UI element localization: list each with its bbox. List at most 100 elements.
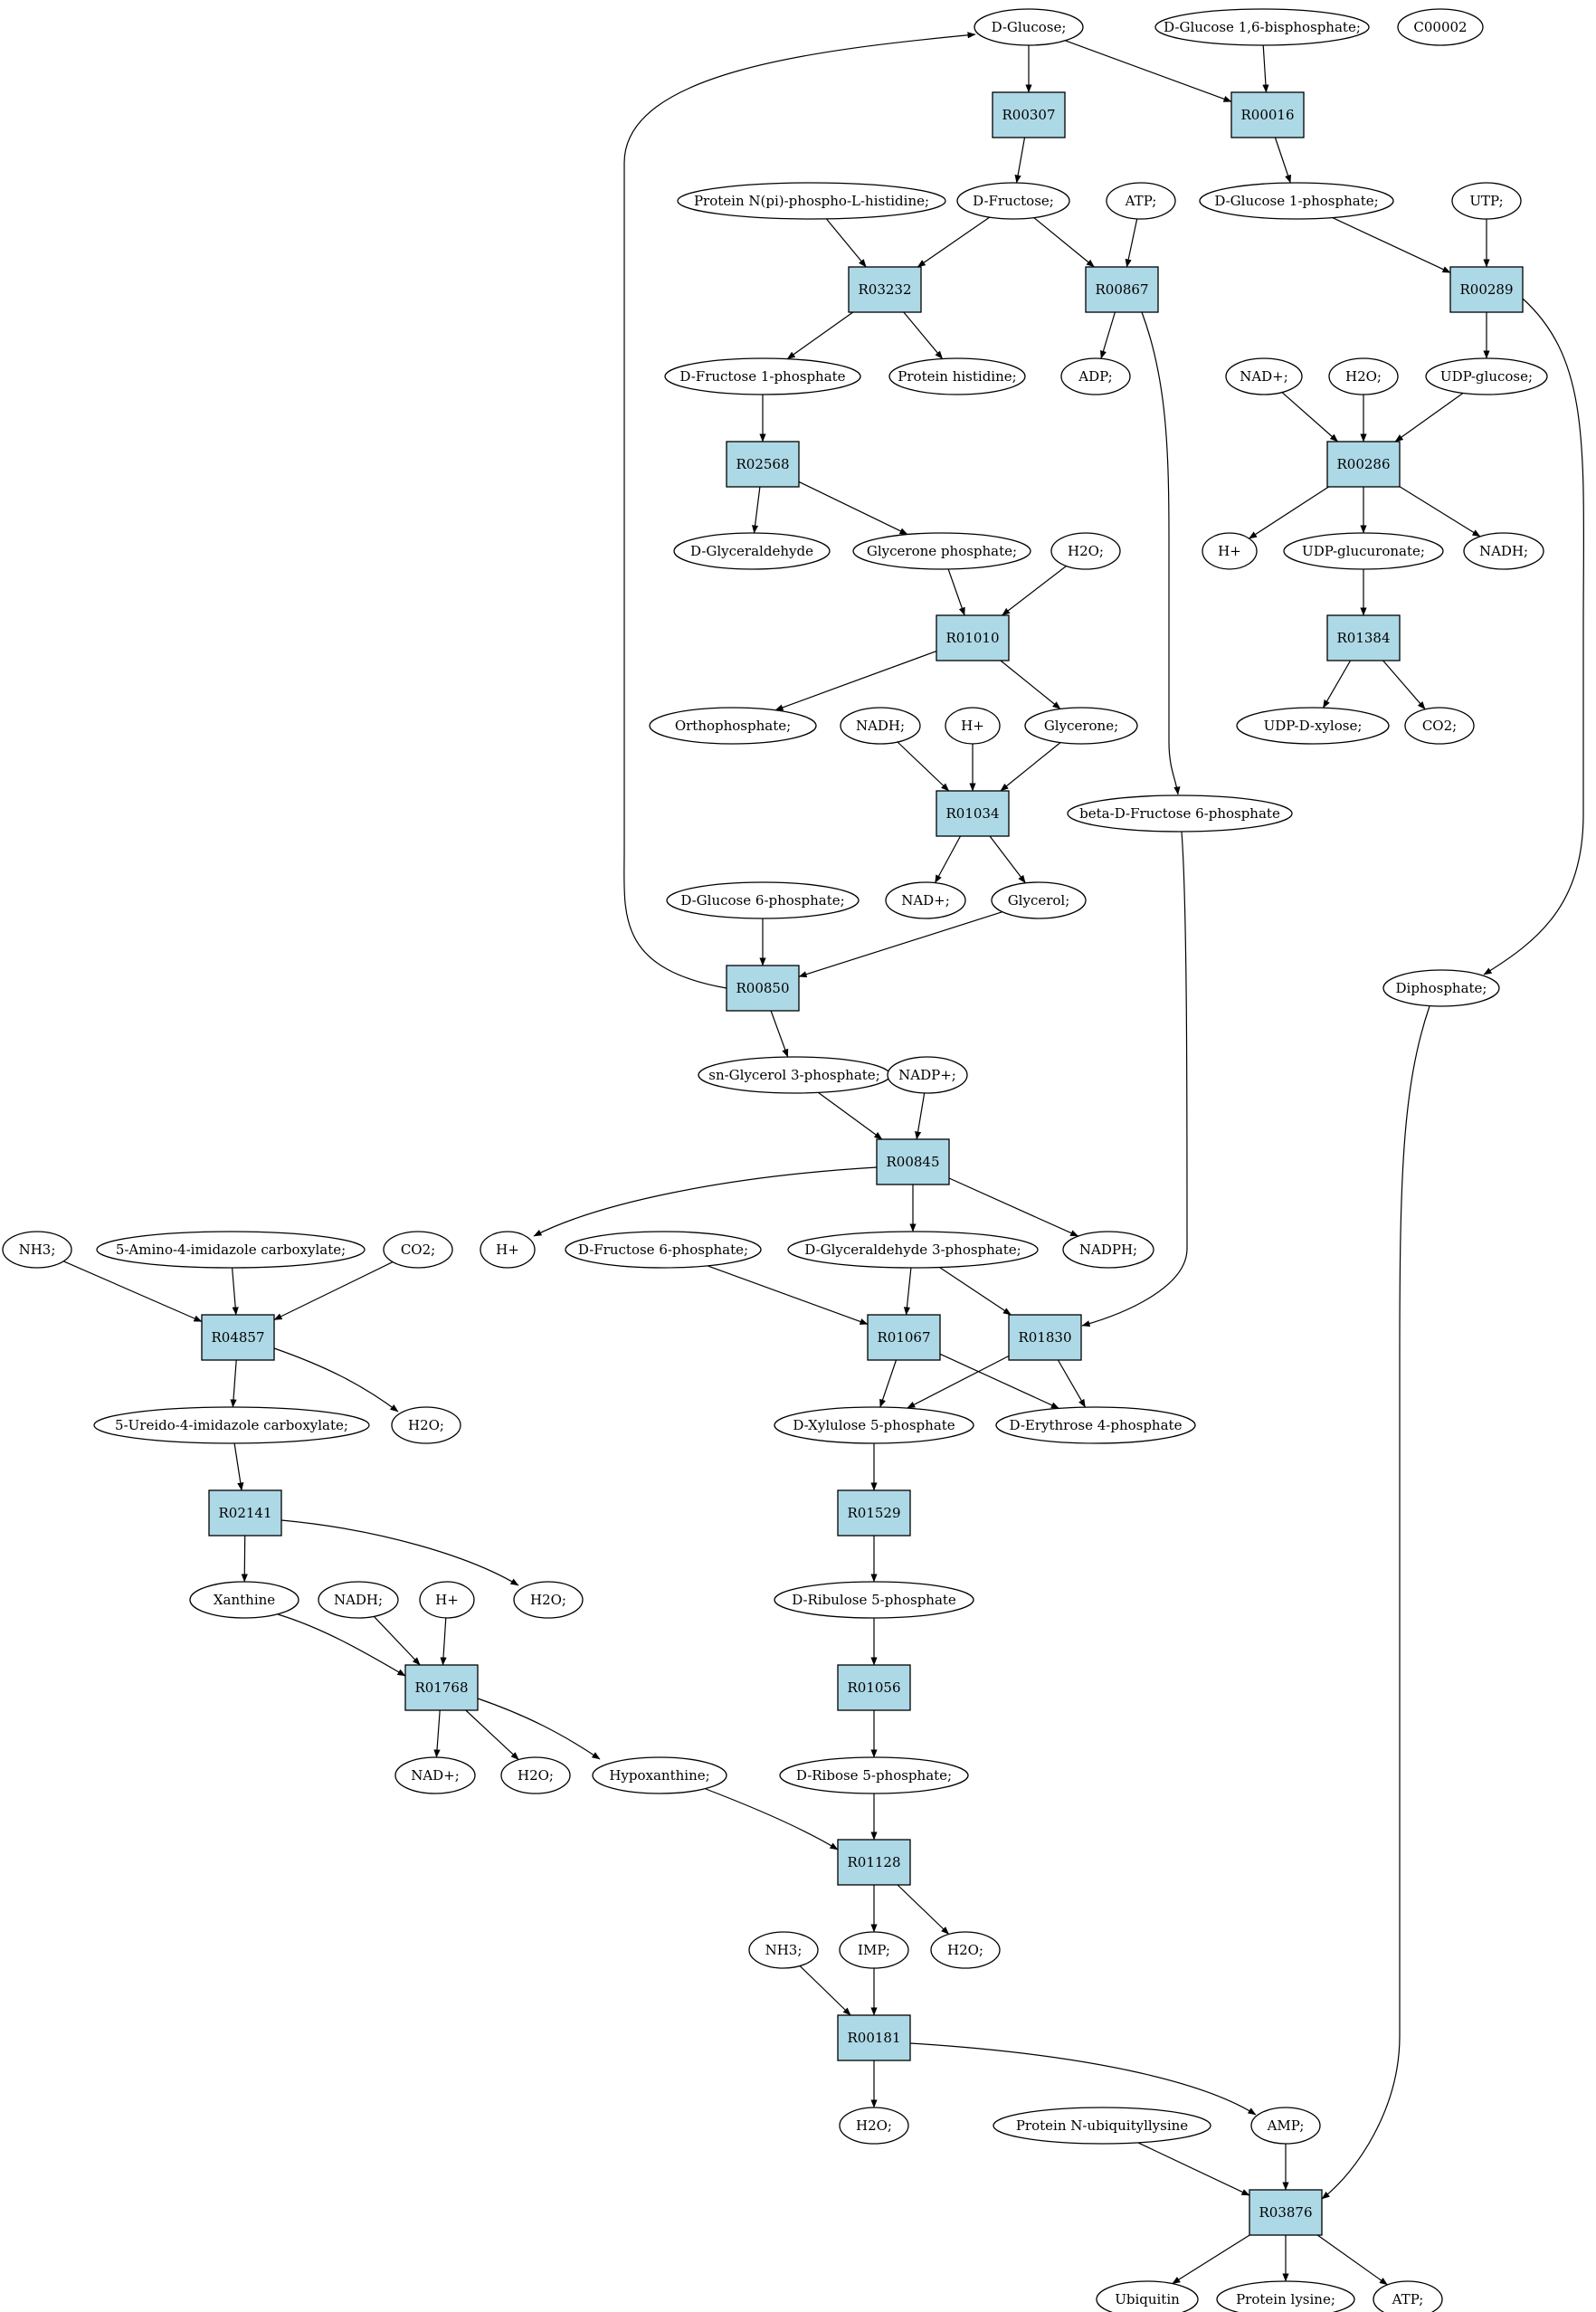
metabolite-node-diphos[interactable]: Diphosphate; [1382, 969, 1500, 1007]
metabolite-node-xu5p[interactable]: D-Xylulose 5-phosphate [774, 1406, 974, 1444]
edge-R03232-to-prothis [903, 311, 944, 359]
metabolite-node-glucose[interactable]: D-Glucose; [974, 8, 1084, 46]
metabolite-node-fru6p[interactable]: D-Fructose 6-phosphate; [565, 1231, 762, 1269]
metabolite-node-hplus4[interactable]: H+ [419, 1581, 475, 1619]
metabolite-node-nadpplus[interactable]: NADP+; [887, 1056, 968, 1094]
reaction-node-R01128[interactable]: R01128 [837, 1839, 911, 1886]
node-label-glyconep: Glycerone phosphate; [867, 543, 1017, 559]
node-label-co2b: CO2; [401, 1242, 435, 1258]
edge-fructose-to-R03232 [917, 216, 991, 268]
metabolite-node-hplus3[interactable]: H+ [480, 1231, 536, 1269]
reaction-node-R00289[interactable]: R00289 [1449, 266, 1524, 313]
metabolite-node-fructose[interactable]: D-Fructose; [956, 182, 1070, 220]
reaction-node-R00181[interactable]: R00181 [837, 2014, 911, 2061]
metabolite-node-co2b[interactable]: CO2; [383, 1231, 453, 1269]
metabolite-node-glc6p[interactable]: D-Glucose 6-phosphate; [666, 881, 860, 919]
node-shape-bfru6p [1067, 794, 1293, 833]
reaction-node-R02568[interactable]: R02568 [726, 441, 800, 488]
node-label-glycerol: Glycerol; [1008, 892, 1070, 909]
metabolite-node-nadplus3[interactable]: NAD+; [394, 1756, 476, 1794]
metabolite-node-c00002[interactable]: C00002 [1397, 8, 1484, 46]
reaction-node-R01768[interactable]: R01768 [404, 1664, 479, 1711]
metabolite-node-ubiquitin[interactable]: Ubiquitin [1096, 2280, 1199, 2312]
metabolite-node-glycerone[interactable]: Glycerone; [1024, 707, 1138, 745]
metabolite-node-atp2[interactable]: ATP; [1373, 2280, 1443, 2312]
reaction-node-R00016[interactable]: R00016 [1230, 91, 1305, 138]
reaction-node-R03876[interactable]: R03876 [1249, 2189, 1323, 2236]
metabolite-node-atp1[interactable]: ATP; [1106, 182, 1176, 220]
metabolite-node-protlys[interactable]: Protein lysine; [1216, 2280, 1355, 2312]
metabolite-node-ru5p[interactable]: D-Ribulose 5-phosphate [774, 1581, 974, 1619]
metabolite-node-udpxyl[interactable]: UDP-D-xylose; [1236, 707, 1390, 745]
reaction-node-R00307[interactable]: R00307 [992, 91, 1066, 138]
reaction-node-R00850[interactable]: R00850 [726, 965, 800, 1012]
metabolite-node-co2a[interactable]: CO2; [1404, 707, 1475, 745]
node-shape-c00002 [1397, 8, 1484, 46]
metabolite-node-nh3b[interactable]: NH3; [748, 1931, 819, 1969]
node-label-r5p: D-Ribose 5-phosphate; [796, 1767, 952, 1784]
reaction-node-R01034[interactable]: R01034 [936, 790, 1010, 837]
metabolite-node-glycerol[interactable]: Glycerol; [991, 881, 1087, 919]
metabolite-node-h2o7[interactable]: H2O; [839, 2107, 909, 2145]
node-label-R01056: R01056 [847, 1679, 900, 1696]
metabolite-node-nadph[interactable]: NADPH; [1062, 1231, 1154, 1269]
metabolite-node-bfru6p[interactable]: beta-D-Fructose 6-phosphate [1067, 794, 1293, 833]
node-label-nadh3: NADH; [334, 1592, 383, 1608]
metabolite-node-utp[interactable]: UTP; [1451, 182, 1522, 220]
node-shape-xu5p [774, 1406, 974, 1444]
metabolite-node-glyconep[interactable]: Glycerone phosphate; [852, 532, 1031, 570]
metabolite-node-xanthine[interactable]: Xanthine [189, 1581, 299, 1619]
metabolite-node-h2o6[interactable]: H2O; [930, 1931, 1001, 1969]
metabolite-node-uica[interactable]: 5-Ureido-4-imidazole carboxylate; [93, 1406, 370, 1444]
metabolite-node-adp[interactable]: ADP; [1060, 357, 1131, 395]
metabolite-node-nadh1[interactable]: NADH; [1463, 532, 1544, 570]
reaction-node-R01010[interactable]: R01010 [936, 614, 1010, 661]
node-label-R01830: R01830 [1018, 1329, 1071, 1346]
metabolite-node-nadh3[interactable]: NADH; [318, 1581, 399, 1619]
metabolite-node-glc16bp[interactable]: D-Glucose 1,6-bisphosphate; [1154, 8, 1370, 46]
metabolite-node-snglyc3p[interactable]: sn-Glycerol 3-phosphate; [698, 1056, 891, 1094]
metabolite-node-ortho[interactable]: Orthophosphate; [649, 707, 817, 745]
metabolite-node-h2o4[interactable]: H2O; [513, 1581, 584, 1619]
metabolite-node-nh3a[interactable]: NH3; [2, 1231, 72, 1269]
edge-R01067-to-xu5p [879, 1359, 898, 1408]
metabolite-node-fru1p[interactable]: D-Fructose 1-phosphate [664, 357, 861, 395]
node-shape-glc1p [1199, 182, 1394, 220]
metabolite-node-protubq[interactable]: Protein N-ubiquityllysine [993, 2107, 1211, 2145]
metabolite-node-nadp_plus1[interactable]: NAD+; [1225, 357, 1303, 395]
metabolite-node-udpglcur[interactable]: UDP-glucuronate; [1283, 532, 1444, 570]
reaction-node-R01067[interactable]: R01067 [867, 1314, 941, 1361]
metabolite-node-h2o2[interactable]: H2O; [1050, 532, 1121, 570]
metabolite-node-amp[interactable]: AMP; [1250, 2107, 1321, 2145]
reaction-node-R02141[interactable]: R02141 [208, 1489, 282, 1537]
metabolite-node-udpglc[interactable]: UDP-glucose; [1425, 357, 1548, 395]
metabolite-node-g3p[interactable]: D-Glyceraldehyde 3-phosphate; [787, 1231, 1039, 1269]
metabolite-node-hplus1[interactable]: H+ [1202, 532, 1258, 570]
reaction-node-R00845[interactable]: R00845 [876, 1138, 950, 1185]
reaction-node-R01384[interactable]: R01384 [1326, 614, 1401, 661]
metabolite-node-r5p[interactable]: D-Ribose 5-phosphate; [779, 1756, 969, 1794]
metabolite-node-glyald[interactable]: D-Glyceraldehyde [673, 532, 831, 570]
metabolite-node-glc1p[interactable]: D-Glucose 1-phosphate; [1199, 182, 1394, 220]
node-label-e4p: D-Erythrose 4-phosphate [1010, 1417, 1183, 1433]
metabolite-node-protnpi[interactable]: Protein N(pi)-phospho-L-histidine; [677, 182, 946, 220]
edge-R03232-to-fru1p [786, 311, 854, 360]
reaction-node-R01056[interactable]: R01056 [837, 1664, 911, 1711]
reaction-node-R03232[interactable]: R03232 [848, 266, 922, 313]
reaction-node-R00867[interactable]: R00867 [1085, 266, 1159, 313]
metabolite-node-nadplus2[interactable]: NAD+; [885, 881, 966, 919]
reaction-node-R01830[interactable]: R01830 [1008, 1314, 1082, 1361]
metabolite-node-e4p[interactable]: D-Erythrose 4-phosphate [995, 1406, 1196, 1444]
metabolite-node-h2o5[interactable]: H2O; [500, 1756, 571, 1794]
metabolite-node-h2o1[interactable]: H2O; [1328, 357, 1399, 395]
reaction-node-R00286[interactable]: R00286 [1326, 441, 1401, 488]
metabolite-node-prothis[interactable]: Protein histidine; [888, 357, 1026, 395]
metabolite-node-hplus2[interactable]: H+ [945, 707, 1001, 745]
reaction-node-R01529[interactable]: R01529 [837, 1489, 911, 1537]
metabolite-node-imp[interactable]: IMP; [839, 1931, 909, 1969]
metabolite-node-hypox[interactable]: Hypoxanthine; [592, 1756, 727, 1794]
metabolite-node-h2o3[interactable]: H2O; [391, 1406, 461, 1444]
reaction-node-R04857[interactable]: R04857 [201, 1314, 275, 1361]
metabolite-node-aica[interactable]: 5-Amino-4-imidazole carboxylate; [96, 1231, 366, 1269]
metabolite-node-nadh2[interactable]: NADH; [840, 707, 921, 745]
